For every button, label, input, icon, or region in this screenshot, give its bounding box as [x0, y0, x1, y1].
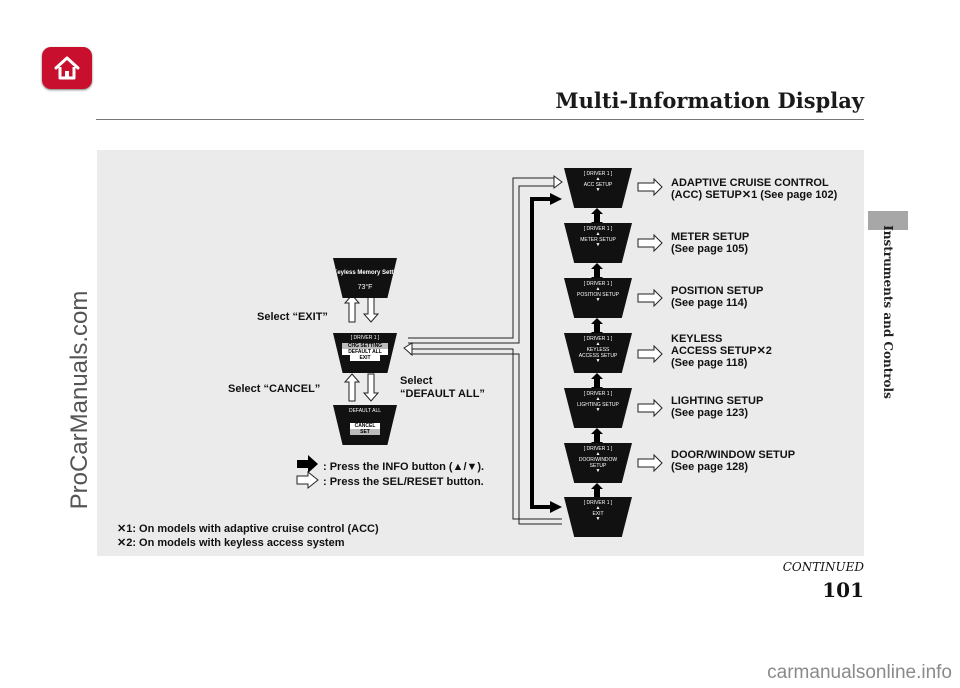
menu-door-line1: DOOR/WINDOW SETUP — [671, 449, 796, 461]
screen-memory-settings: Keyless Memory Settings 73°F — [333, 258, 397, 298]
label-select-default-2: “DEFAULT ALL” — [400, 388, 485, 400]
header-divider — [96, 119, 864, 120]
diagram-panel — [97, 150, 864, 556]
arrow-down-icon: ▼ — [595, 297, 601, 303]
note-1: ✕1: On models with adaptive cruise contr… — [117, 523, 379, 535]
bottom-watermark-text: carmanualsonline.info — [767, 662, 952, 683]
right-screen: [ DRIVER 1 ]▲METER SETUP▼ — [564, 223, 632, 263]
arrow-up-icon: ▲ — [595, 451, 601, 457]
label-select-cancel: Select “CANCEL” — [228, 383, 321, 395]
screen-default-all: DEFAULT ALL CANCEL SET — [333, 405, 397, 445]
info-bracket-arrow-bottom — [550, 501, 562, 513]
page-number: 101 — [822, 578, 864, 602]
screen-default-header: DEFAULT ALL — [348, 408, 382, 414]
page-title: Multi-Information Display — [555, 88, 864, 113]
continued-label: CONTINUED — [782, 560, 864, 574]
bottom-watermark: carmanualsonline.info — [0, 662, 960, 684]
right-screen: [ DRIVER 1 ]▲LIGHTING SETUP▼ — [564, 388, 632, 428]
note-2: ✕2: On models with keyless access system — [117, 537, 345, 549]
arrow-down-icon: ▼ — [595, 516, 601, 522]
arrow-down-icon: ▼ — [595, 407, 601, 413]
right-screen-label: DOOR/WINDOW SETUP — [578, 457, 618, 469]
left-updown-arrows — [343, 294, 380, 402]
right-screen-header: [ DRIVER 1 ] — [583, 336, 613, 342]
arrow-up-icon: ▲ — [595, 341, 601, 347]
right-screen-label: LIGHTING SETUP — [577, 402, 619, 408]
arrow-up-icon: ▲ — [595, 176, 601, 182]
right-screen-label: METER SETUP — [580, 237, 616, 243]
sel-right-arrows — [637, 177, 663, 473]
sel-arrowhead-left — [403, 342, 413, 357]
screen-default-item: CANCEL — [350, 423, 380, 429]
info-bracket — [530, 197, 558, 509]
home-button[interactable] — [42, 47, 92, 89]
screen-memory-title: Keyless Memory Settings — [333, 270, 406, 276]
menu-meter-line1: METER SETUP — [671, 231, 750, 243]
legend-sel-arrow — [296, 470, 319, 490]
right-screen-label: ACC SETUP — [583, 182, 613, 188]
home-icon — [54, 56, 80, 80]
right-screen-label: POSITION SETUP — [577, 292, 619, 298]
menu-acc-line1: ADAPTIVE CRUISE CONTROL — [671, 177, 829, 189]
right-screen-header: [ DRIVER 1 ] — [583, 281, 613, 287]
menu-acc-line2: (ACC) SETUP✕1 (See page 102) — [671, 189, 838, 201]
menu-keyless-line2: ACCESS SETUP✕2 — [671, 345, 772, 357]
screen-chg-item: DEFAULT ALL — [342, 349, 388, 355]
info-bracket-arrow-top — [550, 193, 562, 205]
label-select-default-1: Select — [400, 375, 433, 387]
right-screen: [ DRIVER 1 ]▲KEYLESS ACCESS SETUP▼ — [564, 333, 632, 373]
legend-info-arrow — [297, 455, 318, 473]
right-screen: [ DRIVER 1 ]▲EXIT▼ — [564, 497, 632, 537]
menu-position-line1: POSITION SETUP — [671, 285, 764, 297]
section-tab[interactable] — [868, 211, 908, 230]
arrow-up-icon: ▲ — [595, 396, 601, 402]
arrow-up-icon: ▲ — [595, 231, 601, 237]
screen-chg-header: [ DRIVER 1 ] — [350, 335, 380, 341]
right-screen-label: EXIT — [592, 511, 604, 517]
menu-keyless-line1: KEYLESS — [671, 333, 723, 345]
menu-position-line2: (See page 114) — [671, 297, 748, 309]
menu-lighting-line2: (See page 123) — [671, 407, 749, 419]
screen-chg-setting: [ DRIVER 1 ] CHG SETTING DEFAULT ALL EXI… — [333, 333, 397, 373]
right-screen: [ DRIVER 1 ]▲DOOR/WINDOW SETUP▼ — [564, 443, 632, 483]
arrow-down-icon: ▼ — [595, 187, 601, 193]
sel-connector-bottom — [410, 348, 562, 525]
legend-sel-text: : Press the SEL/RESET button. — [323, 476, 484, 488]
right-screen-header: [ DRIVER 1 ] — [583, 500, 613, 506]
right-screen-label: KEYLESS ACCESS SETUP — [578, 347, 618, 359]
screen-chg-item: CHG SETTING — [342, 343, 388, 349]
label-select-exit: Select “EXIT” — [257, 311, 328, 323]
menu-door-line2: (See page 128) — [671, 461, 749, 473]
menu-meter-line2: (See page 105) — [671, 243, 749, 255]
sel-connector-top — [408, 177, 556, 344]
arrow-down-icon: ▼ — [595, 468, 601, 474]
arrow-up-icon: ▲ — [595, 286, 601, 292]
menu-keyless-line3: (See page 118) — [671, 357, 748, 369]
screen-chg-item: EXIT — [350, 355, 380, 361]
screen-default-item: SET — [350, 429, 380, 435]
menu-lighting-line1: LIGHTING SETUP — [671, 395, 764, 407]
right-screen: [ DRIVER 1 ]▲POSITION SETUP▼ — [564, 278, 632, 318]
right-screen-header: [ DRIVER 1 ] — [583, 446, 613, 452]
screen-memory-temp: 73°F — [357, 284, 373, 291]
arrow-up-icon: ▲ — [595, 505, 601, 511]
right-screen-header: [ DRIVER 1 ] — [583, 391, 613, 397]
right-screen-header: [ DRIVER 1 ] — [583, 171, 613, 177]
arrow-down-icon: ▼ — [595, 358, 601, 364]
arrow-down-icon: ▼ — [595, 242, 601, 248]
legend-info-text: : Press the INFO button (▲/▼). — [323, 461, 485, 473]
sel-arrowhead-top — [553, 175, 563, 189]
right-screen-header: [ DRIVER 1 ] — [583, 226, 613, 232]
right-screen: [ DRIVER 1 ]▲ACC SETUP▼ — [564, 168, 632, 208]
